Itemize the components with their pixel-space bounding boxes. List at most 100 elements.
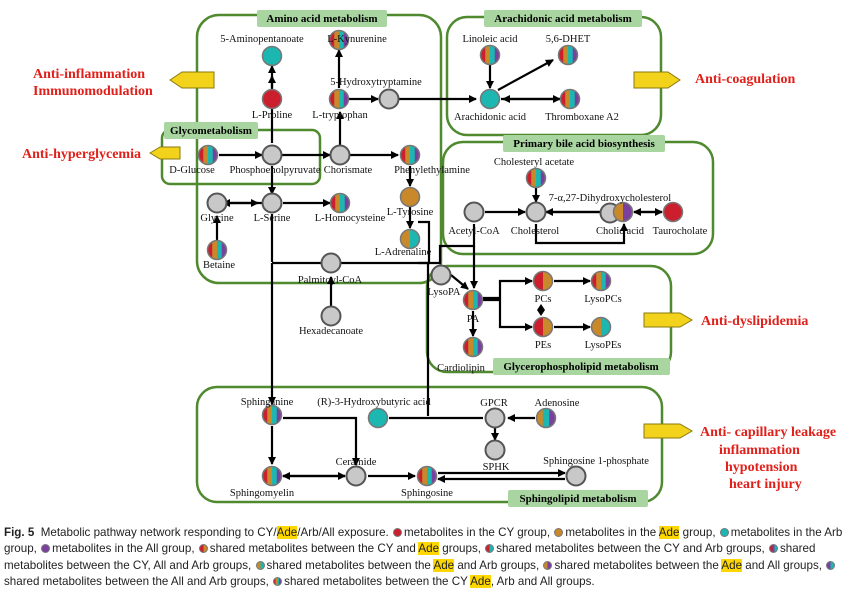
- node-pep: [261, 144, 283, 166]
- legend-dot-cy-all-arb: [768, 544, 778, 554]
- node-ceramide: [345, 465, 367, 487]
- label-ceramide: Ceramide: [336, 457, 377, 468]
- effect-anti-dyslipidemia: Anti-dyslipidemia: [701, 314, 808, 329]
- node-pa: [462, 289, 484, 311]
- label-dihydroxychol: 7-α,27-Dihydroxycholesterol: [549, 193, 672, 204]
- label-hydroxybutyric: (R)-3-Hydroxybutyric acid: [317, 397, 431, 408]
- label-lysopa: LysoPA: [428, 287, 461, 298]
- label-hydroxytryptamine: 5-Hydroxytryptamine: [330, 77, 422, 88]
- node-tyrosine: [399, 186, 421, 208]
- label-acetylcoa: Acetyl-CoA: [448, 226, 500, 237]
- label-cholesteryl: Cholesteryl acetate: [494, 157, 575, 168]
- label-phenylethylamine: Phenylethylamine: [394, 165, 470, 176]
- arachidonic-acid-metabolism-title: Arachidonic acid metabolism: [494, 13, 632, 25]
- label-tryptophan: L-tryptophan: [312, 110, 368, 121]
- node-kynurenine: [328, 29, 350, 51]
- legend-dot-cy-ade: [198, 544, 208, 554]
- node-glycine: [206, 192, 228, 214]
- effect-anti-hyperglycemia: Anti-hyperglycemia: [22, 147, 141, 162]
- label-lysopes: LysoPEs: [585, 340, 622, 351]
- label-s1p: Sphingosine 1-phosphate: [543, 456, 649, 467]
- caption-text-1: Metabolic pathway network responding to …: [40, 526, 277, 539]
- effect-arrow-hyperglycemia: [149, 146, 181, 160]
- node-adenosine: [535, 407, 557, 429]
- legend-dot-all-arb: [826, 560, 836, 570]
- node-glucose: [197, 144, 219, 166]
- label-thromboxane: Thromboxane A2: [545, 112, 619, 123]
- caption-fig-label: Fig. 5: [4, 526, 35, 539]
- label-pep: Phosphoenolpyruvate: [230, 165, 321, 176]
- label-adrenaline: L-Adrenaline: [375, 247, 432, 258]
- primary-bile-acid-title: Primary bile acid biosynthesis: [513, 138, 655, 150]
- label-taurocholate: Taurocholate: [653, 226, 708, 237]
- glycerophospholipid-title: Glycerophospholipid metabolism: [503, 361, 658, 373]
- legend-dot-ade-arb: [255, 560, 265, 570]
- node-lysopes: [590, 316, 612, 338]
- label-gpcr: GPCR: [480, 398, 507, 409]
- node-s1p: [565, 465, 587, 487]
- effect-inflammation: inflammation: [719, 443, 800, 458]
- node-adrenaline: [399, 228, 421, 250]
- legend-dot-cy-arb: [485, 544, 495, 554]
- effect-hypotension: hypotension: [725, 460, 798, 475]
- node-pes: [532, 316, 554, 338]
- node-cardiolipin: [462, 336, 484, 358]
- node-hydroxybutyric: [367, 407, 389, 429]
- effect-arrow-dyslipidemia: [643, 312, 693, 328]
- label-chorismate: Chorismate: [324, 165, 373, 176]
- label-dhet: 5,6-DHET: [546, 34, 591, 45]
- legend-text-ade-arb-a: shared metabolites between the: [266, 558, 431, 572]
- sphingolipid-title: Sphingolipid metabolism: [519, 493, 636, 505]
- label-arachidonic: Arachidonic acid: [454, 112, 527, 123]
- node-taurocholate: [662, 201, 684, 223]
- label-pa: PA: [467, 314, 480, 325]
- node-lysopa: [430, 264, 452, 286]
- legend-text-cy-ade-a: shared metabolites between the CY and: [209, 542, 416, 556]
- legend-text-cy-ade-b: groups,: [442, 542, 481, 556]
- node-tryptophan: [328, 88, 350, 110]
- legend-dot-all-groups: [273, 577, 283, 587]
- label-sphingosine: Sphingosine: [401, 488, 453, 499]
- node-cholic: [612, 201, 634, 223]
- label-sphingomyelin: Sphingomyelin: [230, 488, 295, 499]
- amino-acid-metabolism-title: Amino acid metabolism: [266, 13, 377, 25]
- legend-dot-ade-all: [543, 560, 553, 570]
- legend-text-ade-a: metabolites in the: [565, 526, 657, 539]
- label-palmitoyl: Palmitoyl-CoA: [298, 275, 363, 286]
- legend-text-cy-arb: shared metabolites between the CY and Ar…: [496, 542, 765, 556]
- legend-text-arb: metabolites in the Arb group,: [4, 526, 843, 556]
- caption-ade: Ade: [721, 558, 743, 572]
- label-hexadecanoate: Hexadecanoate: [299, 326, 363, 337]
- label-pes: PEs: [535, 340, 551, 351]
- node-sphingomyelin: [261, 465, 283, 487]
- legend-text-ade-all-b: and All groups,: [745, 558, 822, 572]
- effect-anti-coagulation: Anti-coagulation: [695, 72, 796, 87]
- legend-text-ade-arb-b: and Arb groups,: [457, 558, 540, 572]
- label-tyrosine: L-Tyrosine: [387, 207, 434, 218]
- label-sphinganine: Sphinganine: [241, 397, 294, 408]
- node-proline: [261, 88, 283, 110]
- caption-ade: Ade: [470, 575, 491, 589]
- effect-immunomodulation: Immunomodulation: [33, 84, 153, 99]
- node-sphingosine: [416, 465, 438, 487]
- legend-text-cy: metabolites in the CY group,: [404, 526, 551, 539]
- label-linoleic: Linoleic acid: [462, 34, 518, 45]
- node-serine: [261, 192, 283, 214]
- legend-text-all: metabolites in the All group,: [52, 542, 195, 556]
- legend-dot-cy: [393, 528, 402, 537]
- node-betaine: [206, 239, 228, 261]
- node-hydroxytryptamine: [378, 88, 400, 110]
- effect-arrow-inflammation: [169, 71, 215, 89]
- legend-text-cy-all-arb: shared metabolites between the CY, All a…: [4, 542, 816, 572]
- legend-text-ade-b: group,: [682, 526, 716, 539]
- caption-ade: Ade: [276, 526, 298, 539]
- label-pcs: PCs: [535, 294, 552, 305]
- node-cholesteryl: [525, 167, 547, 189]
- legend-text-all-groups-a: shared metabolites between the CY: [284, 575, 468, 589]
- node-sphinganine: [261, 404, 283, 426]
- label-proline: L-Proline: [252, 110, 293, 121]
- node-homocysteine: [329, 192, 351, 214]
- legend-text-all-groups-b: , Arb and All groups.: [490, 575, 595, 589]
- figure-caption: Fig. 5 Metabolic pathway network respond…: [4, 525, 860, 591]
- label-glycine: Glycine: [200, 213, 234, 224]
